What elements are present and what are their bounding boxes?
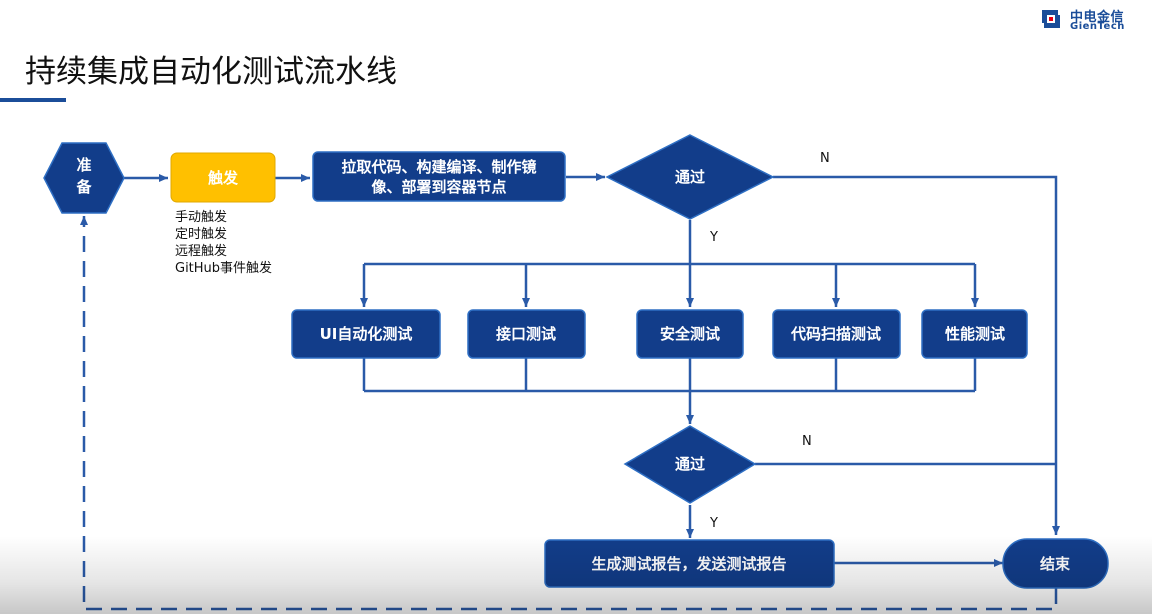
test-scan-label: 代码扫描测试 [790, 325, 881, 343]
node-trigger: 触发 [170, 152, 276, 203]
company-logo: 中电金信 GienTech [1038, 4, 1138, 36]
trigger-types-list: 手动触发 定时触发 远程触发 GitHub事件触发 [175, 209, 272, 277]
report-box [544, 539, 835, 588]
prepare-label-1: 准 [76, 156, 91, 174]
build-box [312, 151, 566, 202]
build-label-2: 像、部署到容器节点 [371, 178, 506, 196]
node-test-api: 接口测试 [467, 309, 586, 359]
trigger-type-manual: 手动触发 [175, 210, 228, 225]
trigger-type-remote: 远程触发 [175, 244, 228, 259]
test-scan-box [772, 309, 901, 359]
title-underline [0, 98, 66, 102]
test-security-label: 安全测试 [660, 325, 720, 343]
trigger-type-github: GitHub事件触发 [175, 261, 273, 276]
decision1-label: 通过 [675, 168, 705, 186]
test-api-label: 接口测试 [496, 325, 556, 343]
node-decision1: 通过 [605, 134, 775, 220]
test-perf-label: 性能测试 [945, 325, 1005, 343]
node-test-scan: 代码扫描测试 [772, 309, 901, 359]
page-title: 持续集成自动化测试流水线 [25, 54, 397, 90]
logo-text-cn: 中电金信 [1070, 10, 1125, 25]
decision2-no-label: N [802, 434, 812, 449]
node-test-ui: UI自动化测试 [291, 309, 441, 359]
decision2-yes-label: Y [709, 516, 718, 531]
connectors [80, 173, 1060, 611]
decision2-diamond [623, 425, 757, 504]
report-label: 生成测试报告，发送测试报告 [591, 555, 786, 573]
end-terminator [1002, 538, 1109, 589]
gientech-logo-icon [1042, 10, 1060, 28]
decision1-no-label: N [820, 151, 830, 166]
node-prepare: 准 备 [43, 142, 125, 214]
trigger-type-scheduled: 定时触发 [175, 227, 228, 242]
node-build: 拉取代码、构建编译、制作镜 像、部署到容器节点 [312, 151, 566, 202]
node-end: 结束 [1002, 538, 1109, 589]
prepare-label-2: 备 [75, 178, 92, 196]
logo-text-en: GienTech [1070, 21, 1125, 32]
node-test-security: 安全测试 [636, 309, 744, 359]
edge-loopback-dashed [80, 216, 1058, 611]
test-ui-label: UI自动化测试 [320, 325, 413, 343]
decision1-yes-label: Y [709, 230, 718, 245]
prepare-hexagon [43, 142, 125, 214]
trigger-label: 触发 [208, 169, 239, 187]
test-api-box [467, 309, 586, 359]
trigger-box [170, 152, 276, 203]
edge-decision1-no [773, 175, 1060, 535]
test-perf-box [921, 309, 1028, 359]
node-report: 生成测试报告，发送测试报告 [544, 539, 835, 588]
test-security-box [636, 309, 744, 359]
end-label: 结束 [1040, 555, 1071, 573]
test-ui-box [291, 309, 441, 359]
build-label-1: 拉取代码、构建编译、制作镜 [341, 158, 536, 176]
node-test-perf: 性能测试 [921, 309, 1028, 359]
decision2-label: 通过 [675, 455, 705, 473]
decision1-diamond [605, 134, 775, 220]
node-decision2: 通过 [623, 425, 757, 504]
